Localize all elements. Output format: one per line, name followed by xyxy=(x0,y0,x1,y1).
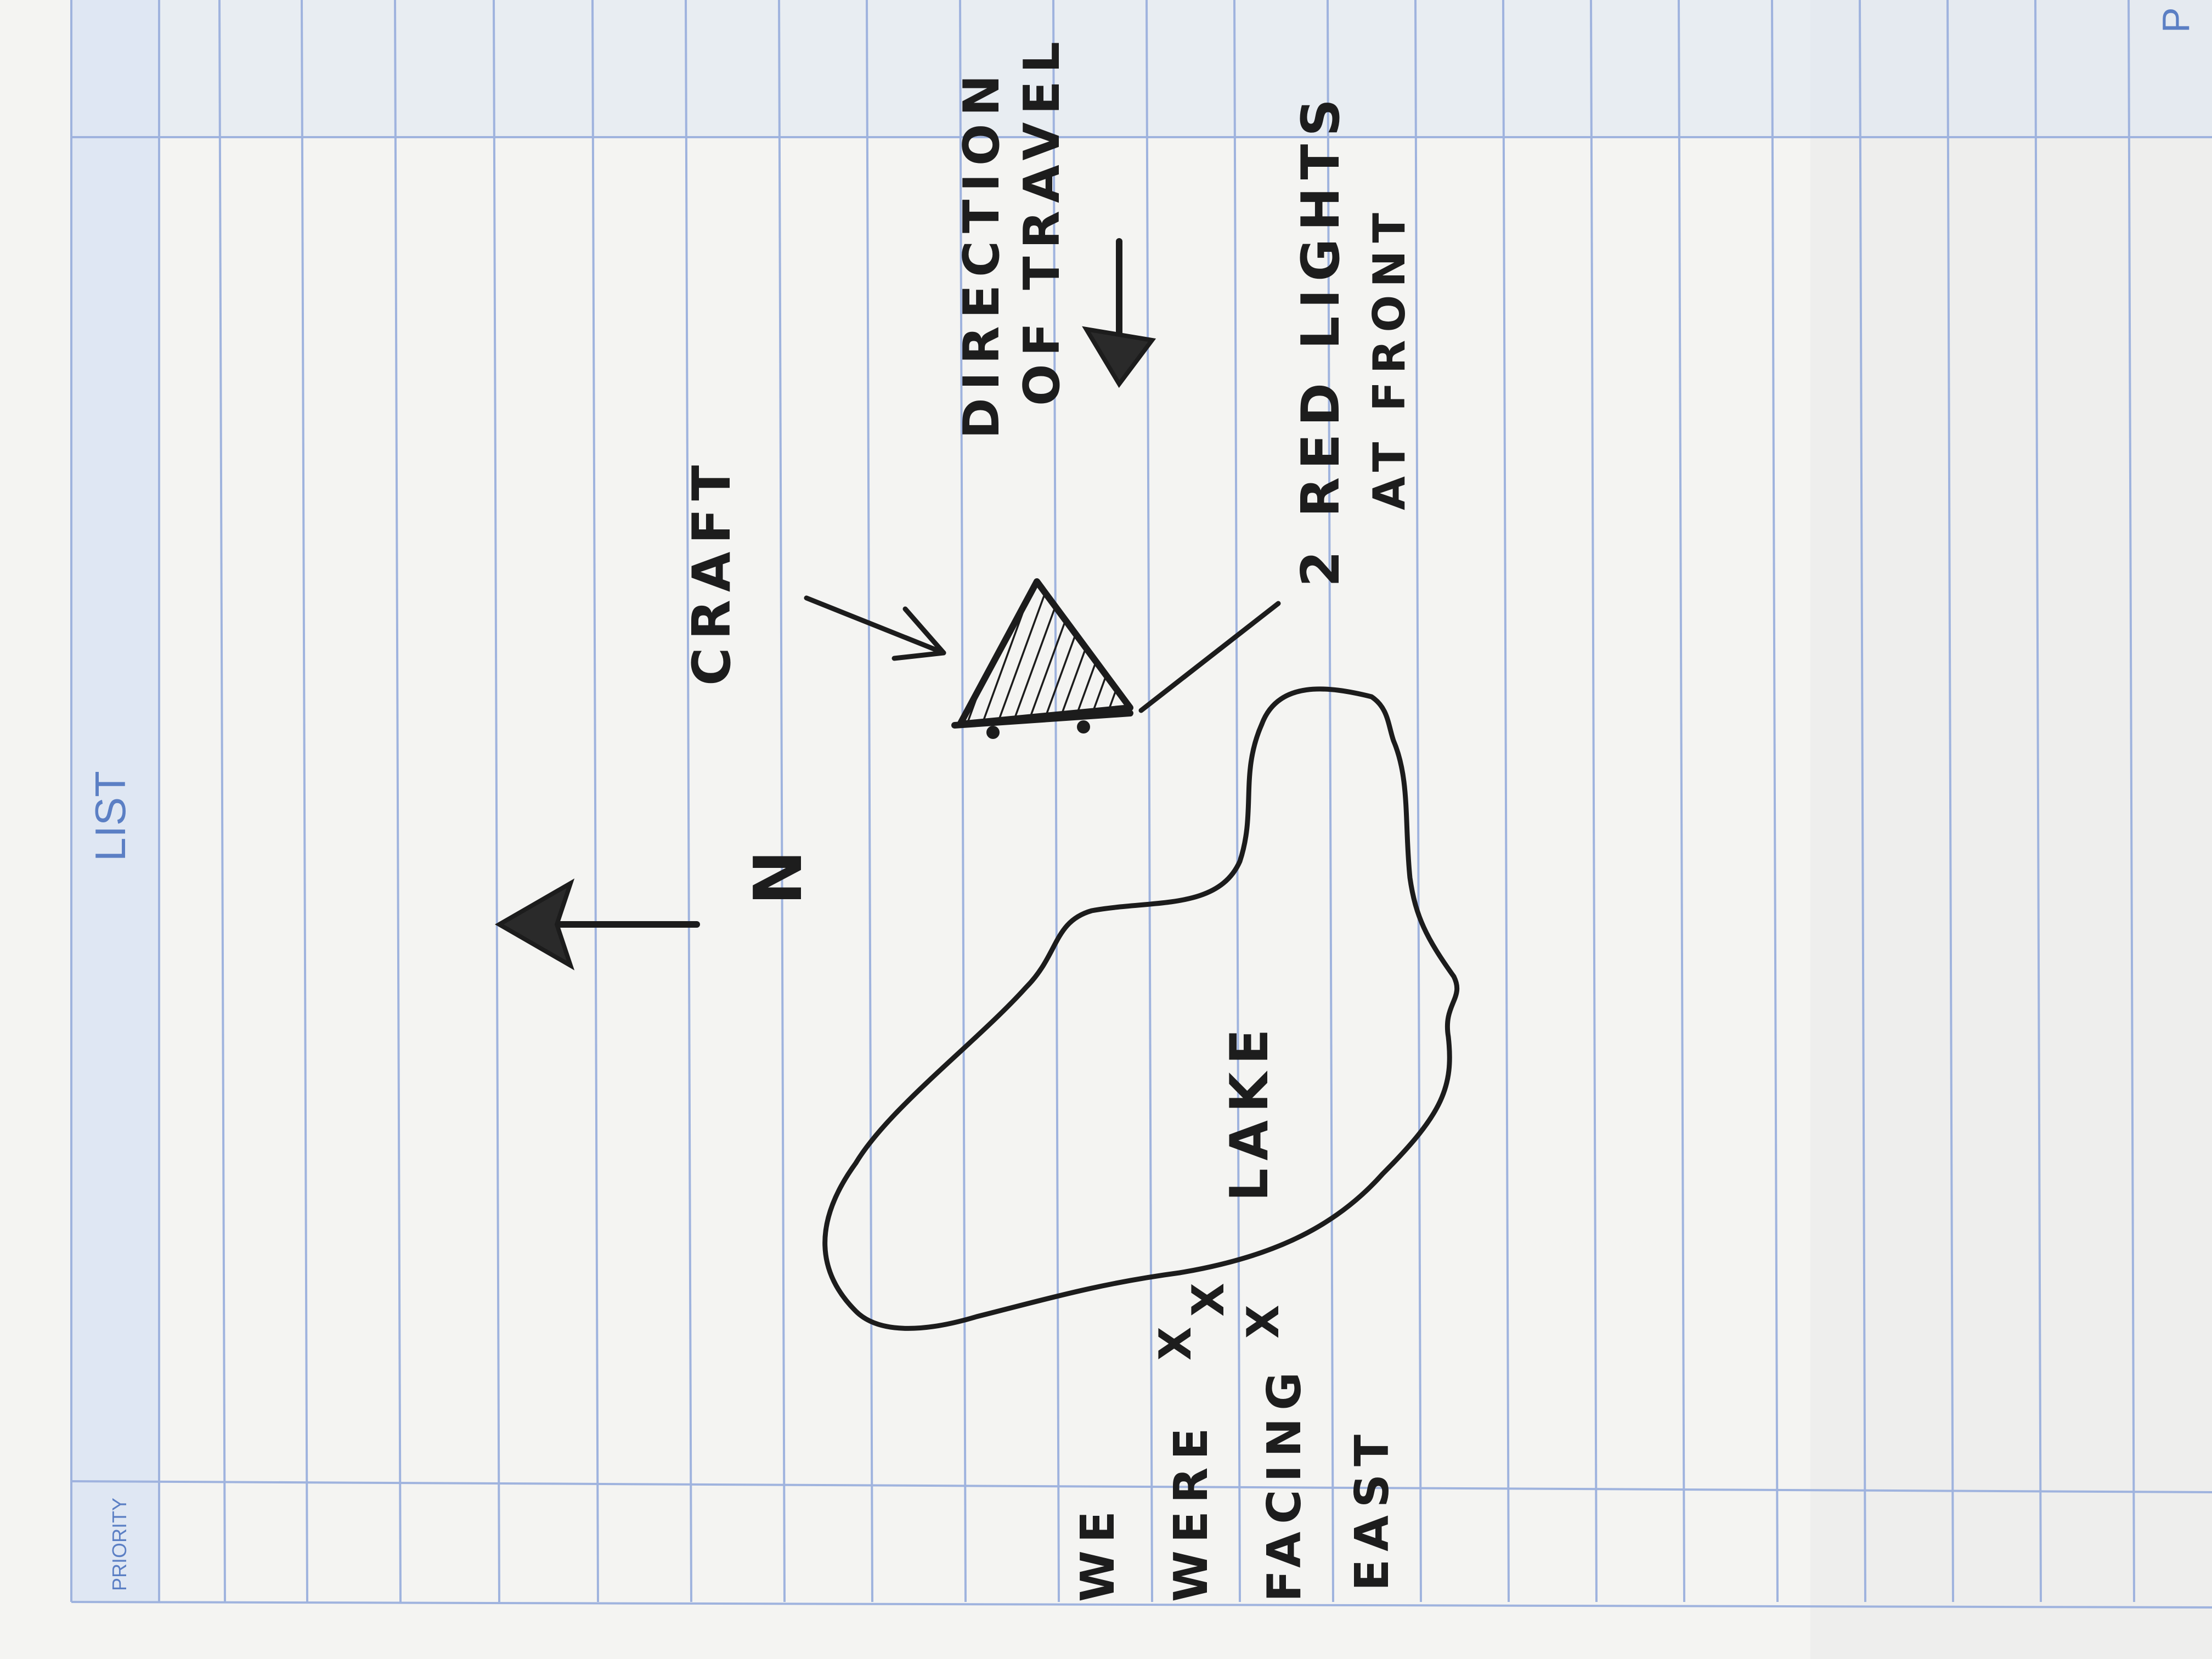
observer-mark-3: X xyxy=(1238,1297,1289,1339)
header-band xyxy=(71,0,159,1602)
north-label: N xyxy=(741,843,817,905)
direction-label-line1: DIRECTION xyxy=(953,67,1011,439)
lights-label-line1: 2 RED LIGHTS xyxy=(1291,91,1351,587)
craft-triangle-icon xyxy=(951,578,1133,739)
lights-pointer-line xyxy=(1138,601,1281,713)
north-arrow-icon xyxy=(494,878,700,970)
observer-mark-1: X xyxy=(1150,1319,1201,1361)
observer-label-line2: WERE xyxy=(1164,1420,1218,1602)
priority-label: PRIORITY xyxy=(108,1498,131,1591)
craft-label: CRAFT xyxy=(682,458,742,686)
red-light-dot-right xyxy=(1077,720,1090,733)
header-title: LIST xyxy=(86,771,134,861)
red-light-dot-left xyxy=(986,726,1000,739)
observer-label-line1: WE xyxy=(1071,1503,1125,1602)
form-dividers xyxy=(71,136,2212,1609)
travel-direction-arrow-icon xyxy=(1082,238,1156,388)
direction-label-line2: OF TRAVEL xyxy=(1013,34,1071,406)
observer-label-line4: EAST xyxy=(1345,1427,1400,1591)
observer-label-line3: FACING xyxy=(1257,1364,1312,1602)
craft-pointer-arrow-icon xyxy=(804,595,946,661)
ruled-lines xyxy=(70,0,2135,1602)
header-corner-strip xyxy=(71,0,2212,137)
lights-label-line2: AT FRONT xyxy=(1364,205,1415,510)
lake-outline xyxy=(822,686,1460,1331)
paper-shadow xyxy=(1810,0,2212,1659)
lake-label: LAKE xyxy=(1220,1021,1280,1201)
corner-label: P xyxy=(2154,7,2197,33)
observer-mark-2: X xyxy=(1183,1275,1234,1317)
